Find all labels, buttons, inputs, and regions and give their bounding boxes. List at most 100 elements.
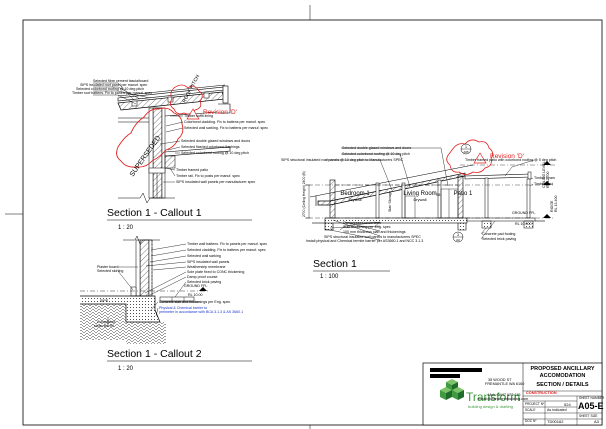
revision-delta-icon	[473, 152, 487, 164]
s1-detail-marker: 1	[465, 145, 467, 149]
c1-note-right: Timber soffit lining	[184, 114, 213, 118]
callout2-detail: GROUND FFL RL 10.00 SIPS Timber wall bat…	[80, 235, 267, 344]
s1-ridge-value: RL 13.400	[554, 196, 558, 212]
s1-note-bottom: SIPS structural insulated wall panels to…	[324, 235, 421, 239]
tb-project-no-label: PROJECT Nº	[525, 402, 545, 406]
transform-logo-icon	[440, 379, 464, 400]
c2-left-note: Plaster board	[97, 265, 118, 269]
c2-note: Damp proof course	[187, 275, 218, 279]
tb-address: 35 WOOD ST	[488, 378, 512, 382]
tb-scale-label: SCALE	[525, 408, 536, 412]
tb-doc-label: DOC Nº	[525, 419, 537, 423]
logo-text: Transform	[466, 390, 520, 404]
s1-dim-left: 2700 (Ceiling Height) 2400 (B)	[302, 171, 306, 217]
c2-note: Timber wall battens. Fix to panels per m…	[187, 242, 267, 246]
stair-label: Stair Storage	[388, 191, 392, 212]
s1-note-bottom: Slab thickening per Eng. spec	[343, 225, 391, 229]
c2-termite-note: Physical & Chemical barrier to	[159, 306, 207, 310]
redacted-block	[430, 374, 460, 378]
c2-level-label: GROUND FFL	[184, 284, 207, 288]
c1-note-top: Selected fibre cement fascia/board	[93, 79, 148, 83]
c2-compacted-note: clean sub fill	[94, 324, 114, 328]
s1-note-bottom: Compressed underlayer	[343, 221, 382, 225]
s1-grid-marker: 3	[457, 233, 459, 237]
room-name: Bedroom 1	[340, 191, 370, 197]
sheet-border	[22, 19, 603, 426]
s1-ground-value: RL 10.000	[515, 222, 531, 226]
s1-ceiling-label: CEILING LEVEL	[542, 161, 546, 188]
title-block: Transform building design & drafting 35 …	[422, 362, 603, 426]
section1-title: Section 1	[313, 258, 357, 270]
tb-project: PROPOSED ANCILLARY ACCOMODATION	[530, 366, 595, 379]
callout1-revision: Revision 'D'	[203, 109, 237, 116]
c2-note: Selected cladding. Fix to battens per ma…	[187, 248, 266, 252]
callout2-scale: 1 : 20	[118, 366, 134, 372]
s1-note-top: SIPS structural insulated roof panels @ …	[281, 158, 404, 162]
s1-detail-sub: A05	[463, 150, 469, 154]
c2-note: Selected brick paving	[187, 280, 221, 284]
s1-note-top: Selected double glazed windows and doors	[342, 146, 411, 150]
s1-note-right: Timber beam	[534, 176, 555, 180]
revision-delta-icon	[186, 108, 200, 120]
c1-note-mid: Selected double glazed windows and doors	[181, 139, 250, 143]
c1-note-top: SIPS insulated roof panel per manuf. spe…	[80, 83, 148, 87]
section1-drawing: GROUND FFL RL 10.000 CEILING LEVEL RL 12…	[281, 139, 558, 243]
tb-address: FREMANTLE WA 6160	[485, 382, 524, 386]
tb-sheet-size: A3	[594, 419, 599, 424]
tb-sheet-size-label: SHEET SIZE	[579, 414, 598, 418]
s1-note-top: Selected colorbond roofing @ 10 deg pitc…	[342, 152, 410, 156]
s1-grid-sub: A0	[456, 238, 460, 242]
c2-note: Sole plate fixed to CONC thickening	[187, 270, 244, 274]
c1-note-mid: Selected colorbond roofing @ 10 deg pitc…	[181, 151, 249, 155]
s1-ceiling-value: RL 12.700	[546, 172, 550, 188]
c1-note-low: SIPS insulated wall panels per manufactu…	[176, 180, 256, 184]
room-finish: Drywall	[348, 197, 361, 202]
c1-note-right: Selected wall sarking. Fix to battens pe…	[184, 126, 268, 130]
s1-note-bottom-right: Concrete pad footing	[482, 232, 515, 236]
callout1-detail: SUPERSEDED Revision 'D' ROOF PITCH Selec…	[72, 74, 268, 204]
room-finish: Drywall	[413, 197, 426, 202]
s1-ground-label: GROUND FFL	[512, 211, 535, 215]
tb-project-no: 524	[564, 402, 571, 407]
c1-note-right: Colorbond cladding. Fix to battens per m…	[184, 120, 266, 124]
tb-contact: email@transformbuilding.com	[478, 397, 528, 401]
s1-note-right-top: Timber framed patio with colorbond roofi…	[465, 158, 556, 162]
s1-note-bottom-right: Selected brick paving	[482, 237, 516, 241]
tb-sheet-name: SECTION / DETAILS	[536, 382, 589, 388]
redacted-block	[430, 368, 482, 372]
tb-contact: Mob: 0447 177 115	[488, 393, 520, 397]
c2-note: SIPS insulated wall panels	[187, 260, 230, 264]
c2-left-note: Selected skirting	[97, 269, 123, 273]
c1-note-low: Timber rail. Fix to posts per manuf. spe…	[176, 174, 240, 178]
c2-footing-note: Concrete slab and thickenings per Eng. s…	[159, 300, 231, 304]
callout1-scale: 1 : 20	[118, 225, 134, 231]
c1-note-low: Timber framed patio	[176, 168, 208, 172]
c1-note-top: Selected colorbond roofing @ 10 deg pitc…	[76, 87, 144, 91]
s1-note-right: Timber post	[534, 182, 553, 186]
section1-scale: 1 : 100	[320, 274, 339, 280]
room-name: Living Room	[403, 191, 436, 197]
callout2-title: Section 1 - Callout 2	[107, 348, 202, 360]
c2-note: Weatherstrip membrane	[187, 265, 225, 269]
c2-sips-label: SIPS	[100, 299, 109, 303]
tb-doc-no: TD00162	[547, 419, 564, 424]
s1-note-bottom: 100 mm thickness slab and thickenings	[343, 230, 406, 234]
tb-sheet-label: SHEET NUMBER	[579, 396, 605, 400]
tb-stage: CONSTRUCTION	[526, 391, 557, 395]
room-code: S8	[436, 193, 440, 197]
tb-sheet-number: A05-E	[578, 401, 604, 411]
logo-tagline: building design & drafting	[468, 404, 513, 409]
c2-note: Selected wall sarking	[187, 254, 221, 258]
tb-scale-value: As indicated	[547, 408, 567, 412]
c1-note-top: Timber roof battens. Fix to panels per m…	[72, 91, 152, 95]
c2-level-value: RL 10.00	[188, 293, 202, 297]
c2-compacted-note: Compacted	[97, 320, 115, 324]
callout1-title: Section 1 - Callout 1	[107, 207, 202, 219]
s1-revision: Revision 'D'	[490, 153, 524, 160]
s1-note-bottom: Install physical and Chemical termite ba…	[306, 239, 423, 243]
s1-ridge-label: RIDGE	[550, 200, 554, 212]
room-name: Patio 1	[454, 191, 473, 197]
c1-note-mid: Selected flashed colorbond flashings	[181, 145, 240, 149]
